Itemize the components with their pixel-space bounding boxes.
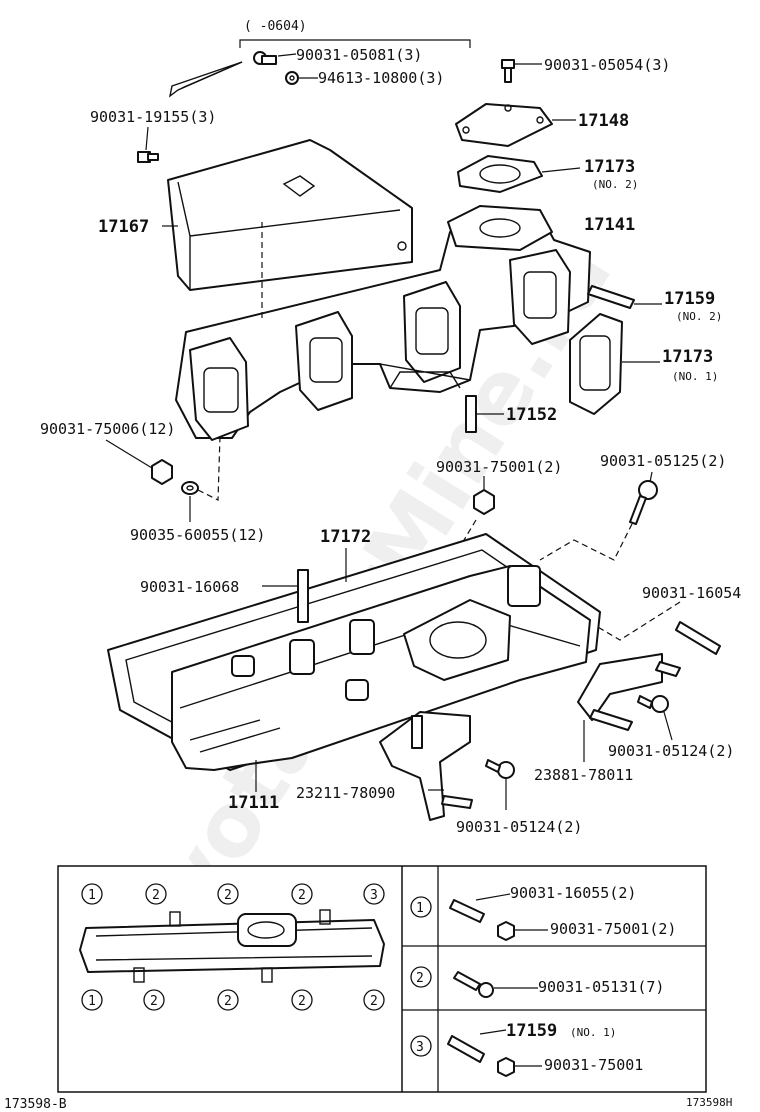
legend-bottom-circles: 1 2 2 2 2 <box>81 989 385 1011</box>
heat-insulator-17167 <box>167 139 413 291</box>
legend-row-1: 1 90031-16055(2) 90031-75001(2) <box>410 884 676 941</box>
label-23881: 23881-78011 <box>534 766 633 784</box>
legend-row-1-item-2: 90031-75001(2) <box>550 920 676 938</box>
legend-row-3-note: (NO. 1) <box>570 1026 616 1039</box>
legend-top-circle <box>81 883 103 905</box>
label-17152: 17152 <box>506 405 557 425</box>
label-17167: 17167 <box>98 217 149 237</box>
cover-plate-17148 <box>455 103 553 147</box>
legend-bottom-number: 2 <box>370 994 378 1009</box>
stud-17152 <box>465 395 477 433</box>
footer-right: 173598H <box>686 1096 732 1109</box>
legend-row-3-item-1: 17159 <box>506 1021 557 1041</box>
label-17173-a-note: (NO. 2) <box>592 178 638 191</box>
legend-bottom-circle <box>291 989 313 1011</box>
stud-90031-16068 <box>297 569 309 623</box>
legend-stud-icon <box>449 899 485 923</box>
legend-top-circle <box>291 883 313 905</box>
bracket-note: ( -0604) <box>244 19 307 34</box>
nut-90031-75001 <box>473 476 495 515</box>
label-90031-16054: 90031-16054 <box>642 584 741 602</box>
label-90031-05124-right: 90031-05124(2) <box>608 742 734 760</box>
washer-90035-60055 <box>181 481 199 522</box>
nut-90031-75006 <box>105 439 173 485</box>
legend-top-number: 2 <box>298 888 306 903</box>
bolt-90031-05054 <box>501 59 542 83</box>
bracket-23211 <box>379 711 471 821</box>
legend-bottom-circle <box>217 989 239 1011</box>
legend-box <box>57 865 707 1093</box>
legend-row-1-key: 1 <box>416 901 424 916</box>
legend-bottom-number: 2 <box>150 994 158 1009</box>
legend-bolt-icon <box>453 971 481 991</box>
label-90035-60055: 90035-60055(12) <box>130 526 265 544</box>
legend-bottom-circle <box>363 989 385 1011</box>
stud-17159-no2 <box>587 285 635 309</box>
label-90031-05081: 90031-05081(3) <box>296 46 422 64</box>
gasket-17173-no2 <box>457 155 543 193</box>
label-90031-05054: 90031-05054(3) <box>544 56 670 74</box>
label-90031-75006: 90031-75006(12) <box>40 420 175 438</box>
stud-90031-16054 <box>675 621 721 655</box>
legend-top-circle <box>145 883 167 905</box>
label-17173-a: 17173 <box>584 157 635 177</box>
label-94613-10800: 94613-10800(3) <box>318 69 444 87</box>
legend-top-circle <box>217 883 239 905</box>
legend-bottom-number: 2 <box>298 994 306 1009</box>
legend-stud-icon <box>447 1035 485 1063</box>
legend-bottom-circle <box>143 989 165 1011</box>
legend-bottom-circle <box>81 989 103 1011</box>
footer-left: 173598-B <box>4 1097 67 1112</box>
label-17173-b: 17173 <box>662 347 713 367</box>
bolt-90031-05125 <box>629 471 658 525</box>
label-90031-19155: 90031-19155(3) <box>90 108 216 126</box>
legend-row-2: 2 90031-05131(7) <box>410 966 664 998</box>
label-17141: 17141 <box>584 215 635 235</box>
bolt-90031-19155 <box>137 126 159 163</box>
label-17173-b-note: (NO. 1) <box>672 370 718 383</box>
legend-bottom-number: 2 <box>224 994 232 1009</box>
legend-row-3-item-2: 90031-75001 <box>544 1056 643 1074</box>
legend-bottom-number: 1 <box>88 994 96 1009</box>
label-90031-05125: 90031-05125(2) <box>600 452 726 470</box>
bolt-90031-05124-bottom <box>485 759 515 810</box>
legend-row-3-key: 3 <box>416 1040 424 1055</box>
exhaust-manifold <box>175 205 591 441</box>
legend-row-2-key: 2 <box>416 971 424 986</box>
label-17159-note: (NO. 2) <box>676 310 722 323</box>
legend-top-number: 2 <box>152 888 160 903</box>
bracket-line <box>239 39 471 48</box>
label-90031-05124-bottom: 90031-05124(2) <box>456 818 582 836</box>
legend-top-circle <box>363 883 385 905</box>
legend-top-circles: 1 2 2 2 3 <box>81 883 385 905</box>
legend-top-number: 2 <box>224 888 232 903</box>
legend-row-2-item-1: 90031-05131(7) <box>538 978 664 996</box>
washer-94613-10800 <box>285 71 318 85</box>
legend-gasket-outline <box>79 919 385 973</box>
label-17172: 17172 <box>320 527 371 547</box>
label-17148: 17148 <box>578 111 629 131</box>
label-17159: 17159 <box>664 289 715 309</box>
legend-row-1-item-1: 90031-16055(2) <box>510 884 636 902</box>
legend-nut-icon <box>497 921 515 941</box>
label-23211: 23211-78090 <box>296 784 395 802</box>
legend-top-number: 3 <box>370 888 378 903</box>
legend-top-number: 1 <box>88 888 96 903</box>
label-17111: 17111 <box>228 793 279 813</box>
bolt-90031-05081 <box>253 51 297 65</box>
bracket-23881 <box>577 653 681 762</box>
label-90031-75001: 90031-75001(2) <box>436 458 562 476</box>
legend-row-3: 3 17159 (NO. 1) 90031-75001 <box>410 1021 643 1077</box>
intake-manifold-17111 <box>171 565 591 792</box>
legend-nut-icon <box>497 1057 515 1077</box>
label-90031-16068: 90031-16068 <box>140 578 239 596</box>
bolt-90031-05124-right <box>637 695 673 741</box>
